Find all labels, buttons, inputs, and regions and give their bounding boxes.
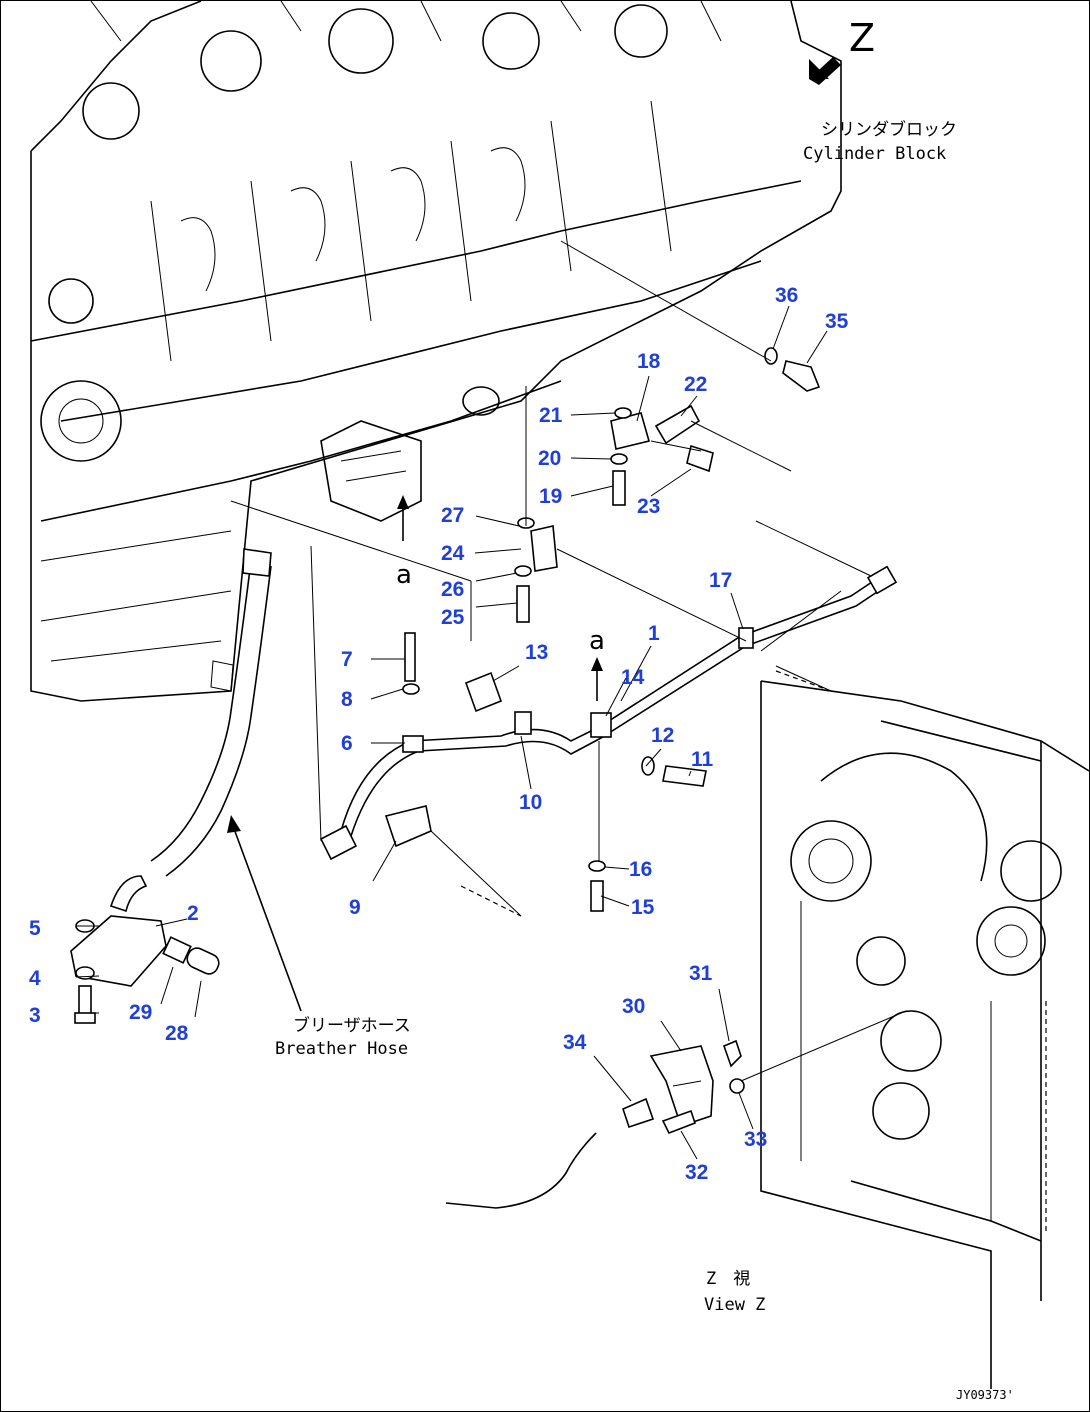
- reference-lines: [230, 240, 907, 1082]
- callout-24: 24: [441, 542, 465, 565]
- leader-lines: [75, 305, 828, 1160]
- harness-assembly: [319, 565, 898, 912]
- callout-12: 12: [651, 724, 674, 747]
- callout-13: 13: [525, 641, 548, 664]
- view-z-arrow: [809, 57, 841, 85]
- breather-hose-label-jp: ブリーザホース: [293, 1015, 411, 1036]
- callout-1: 1: [648, 622, 660, 645]
- view-marker-letter: Z: [849, 16, 875, 60]
- callout-26: 26: [441, 578, 464, 601]
- reference-a-arrow-lower: [591, 657, 603, 701]
- callout-19: 19: [539, 485, 562, 508]
- gear-case-outline: [760, 680, 1089, 1389]
- callout-33: 33: [744, 1128, 767, 1151]
- callout-23: 23: [637, 495, 660, 518]
- callout-11: 11: [691, 748, 714, 771]
- callout-numbers: 1 2 3 4 5 6 7 8 9 10 11 12 13 14 15 16 1…: [29, 284, 849, 1184]
- callout-27: 27: [441, 504, 464, 527]
- callout-7: 7: [341, 648, 353, 671]
- reference-a-label-lower: a: [589, 626, 605, 656]
- callout-9: 9: [349, 896, 361, 919]
- callout-22: 22: [684, 373, 707, 396]
- breather-hose-label-en: Breather Hose: [275, 1039, 408, 1059]
- upper-right-bolts: [764, 347, 821, 392]
- breather-hose-arrow: [227, 815, 302, 1012]
- cylinder-block-label-jp: シリンダブロック: [821, 119, 957, 140]
- cylinder-block-label-en: Cylinder Block: [803, 144, 946, 164]
- callout-3: 3: [29, 1004, 41, 1027]
- breather-bracket-assembly: [70, 875, 220, 1024]
- document-id: JY09373': [956, 1388, 1014, 1402]
- callout-32: 32: [685, 1161, 708, 1184]
- callout-18: 18: [637, 350, 661, 373]
- breather-hose: [150, 548, 272, 877]
- middle-bracket-set: [514, 517, 558, 623]
- callout-36: 36: [775, 284, 798, 307]
- callout-20: 20: [538, 447, 561, 470]
- callout-34: 34: [563, 1031, 587, 1054]
- callout-29: 29: [129, 1001, 152, 1024]
- callout-4: 4: [29, 967, 41, 990]
- upper-bracket-set: [610, 404, 714, 506]
- callout-35: 35: [825, 310, 849, 333]
- reference-a-arrow-upper: [397, 495, 409, 541]
- callout-14: 14: [621, 666, 645, 689]
- callout-5: 5: [29, 917, 41, 940]
- callout-16: 16: [629, 858, 652, 881]
- view-caption-jp: Z 視: [706, 1269, 750, 1289]
- callout-21: 21: [539, 404, 563, 427]
- callout-28: 28: [165, 1022, 189, 1045]
- callout-17: 17: [709, 569, 732, 592]
- reference-a-label-upper: a: [396, 560, 412, 590]
- sensor-assembly: [445, 1039, 745, 1209]
- callout-10: 10: [519, 791, 542, 814]
- callout-30: 30: [622, 995, 645, 1018]
- callout-6: 6: [341, 732, 353, 755]
- cylinder-block-outline: [30, 1, 842, 702]
- view-caption-en: View Z: [704, 1295, 765, 1315]
- callout-8: 8: [341, 688, 353, 711]
- callout-25: 25: [441, 606, 465, 629]
- callout-15: 15: [631, 896, 655, 919]
- callout-31: 31: [689, 962, 713, 985]
- callout-2: 2: [187, 902, 199, 925]
